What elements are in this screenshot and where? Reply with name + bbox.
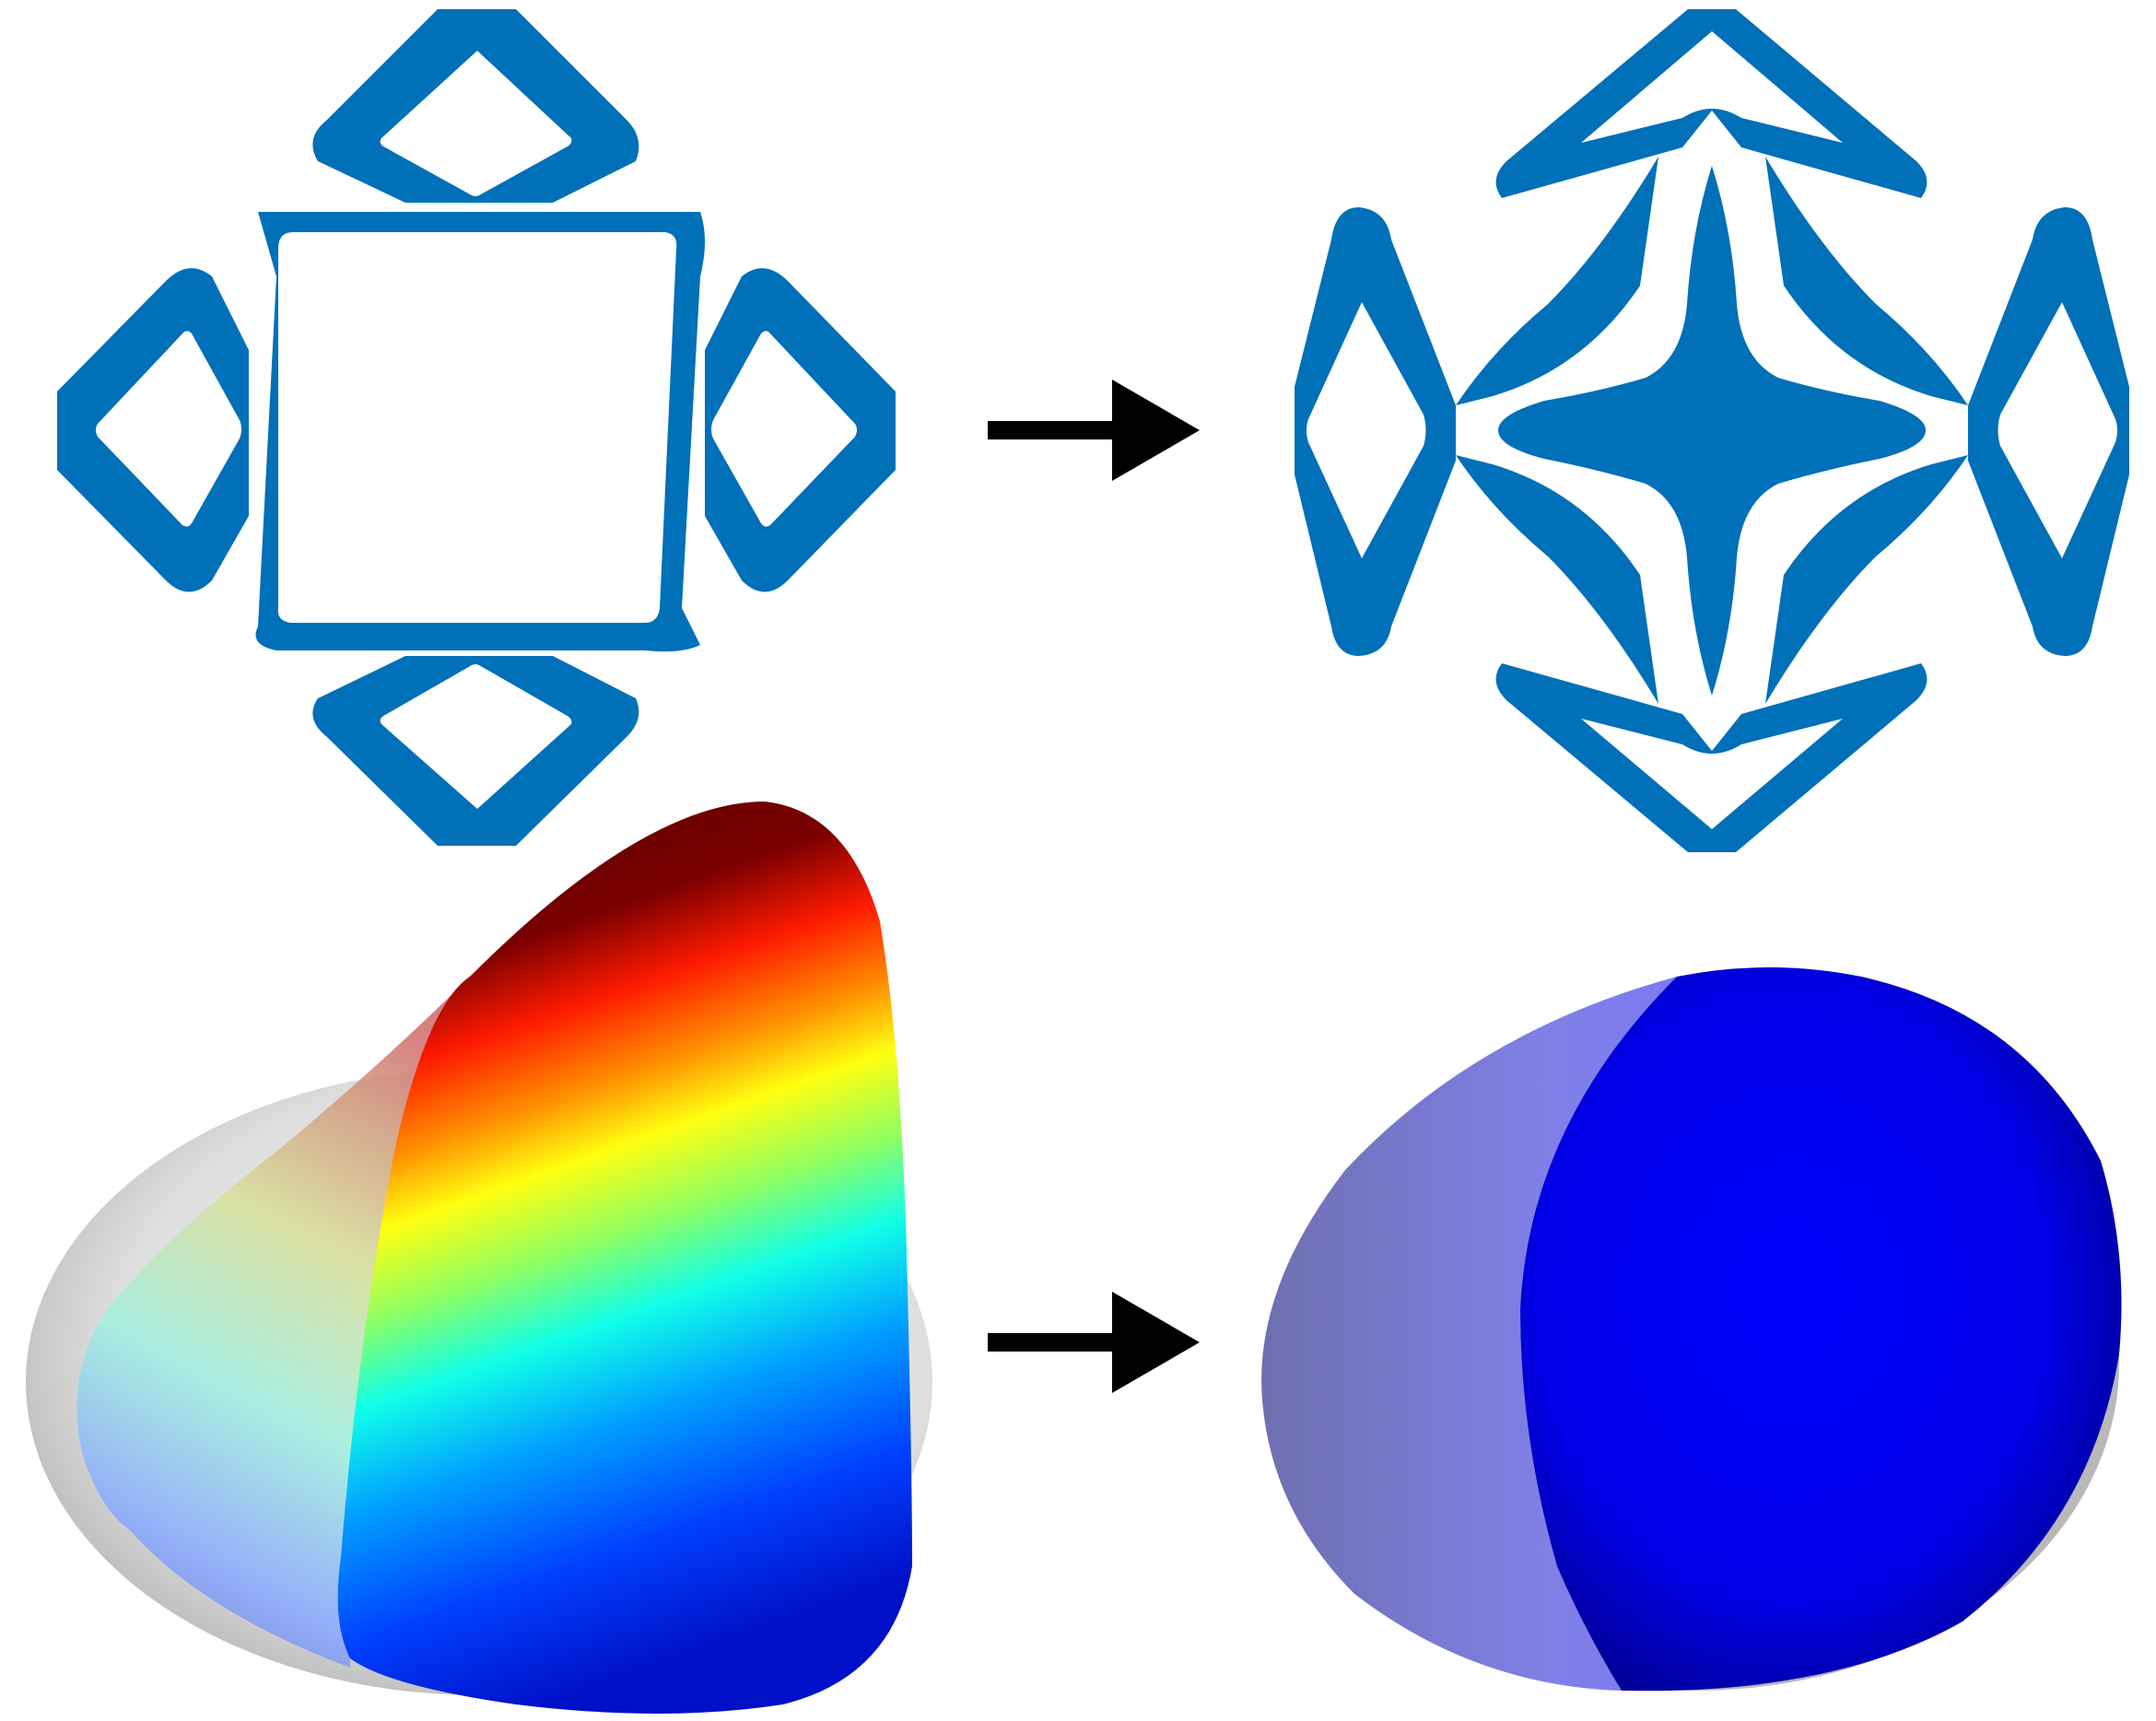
right-arrow-icon: [988, 1292, 1200, 1393]
optimized-surface-plot: [1261, 967, 2122, 1692]
optimized-lattice-structure: [1295, 9, 2129, 852]
initial-lattice-structure: [57, 9, 896, 846]
surface-right-face: [1520, 967, 2122, 1692]
surface-left-face: [1261, 977, 1677, 1691]
initial-surface-plot: [26, 802, 932, 1714]
surface-right-face: [337, 802, 913, 1714]
right-arrow-icon: [988, 380, 1200, 481]
surface-left-face: [76, 977, 471, 1668]
